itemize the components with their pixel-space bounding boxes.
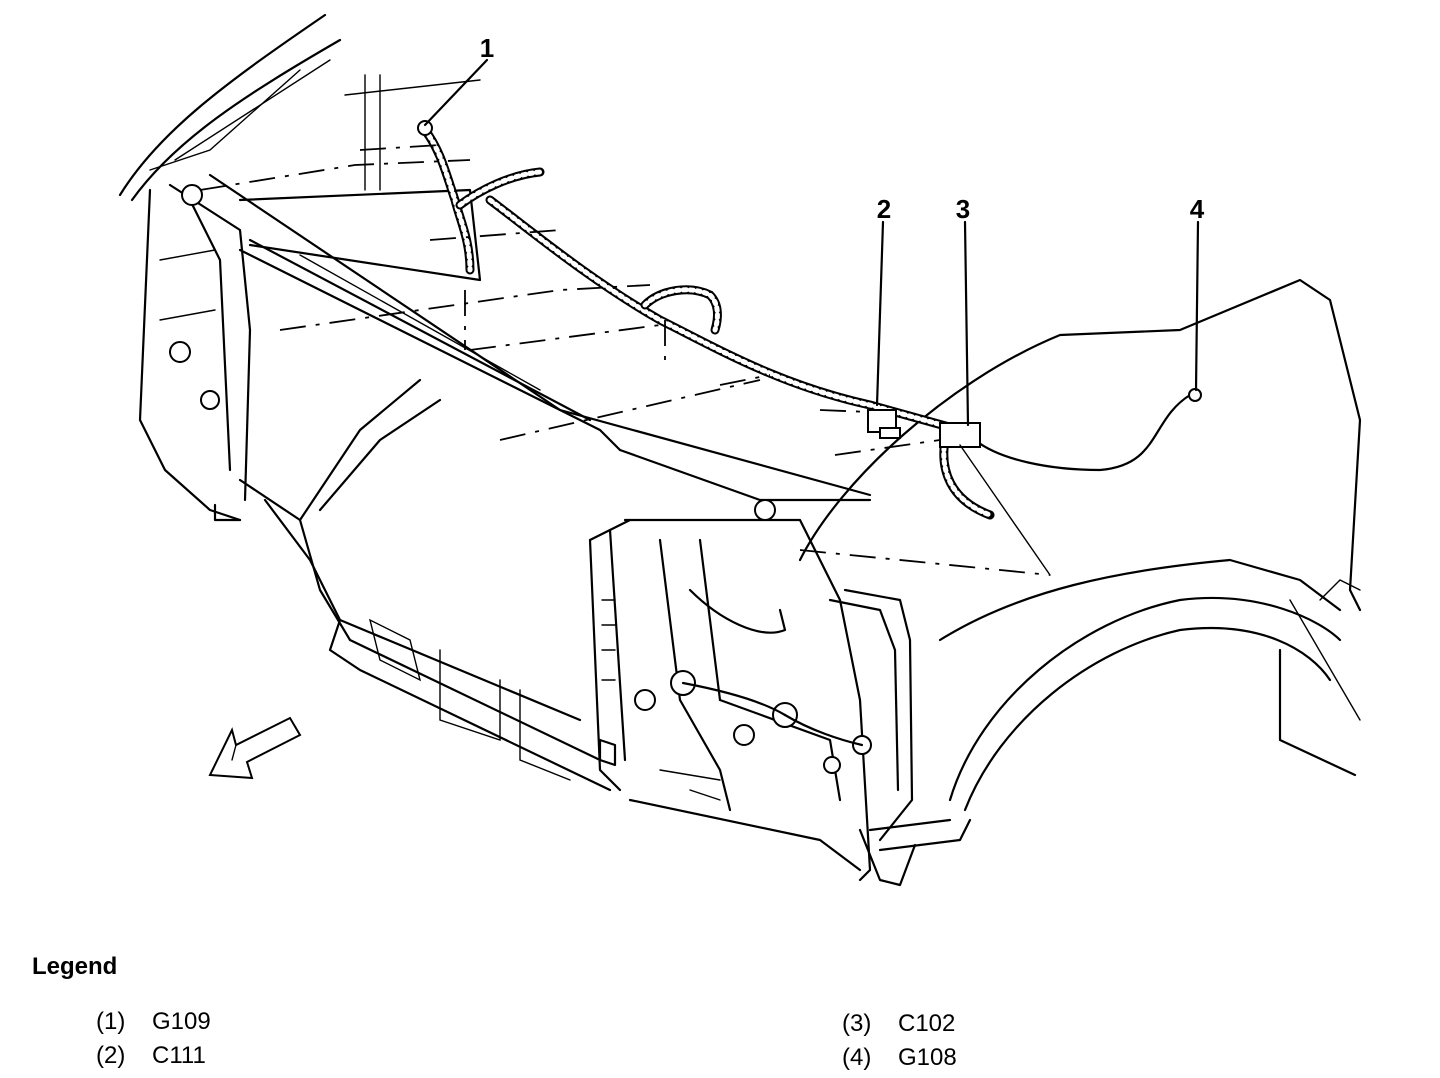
legend-item-number: (3) [842, 1010, 872, 1037]
legend-item-1: (1) G109 [96, 1008, 211, 1036]
legend-item-label: G109 [152, 1008, 211, 1035]
legend-item-number: (1) [96, 1008, 126, 1035]
callout-4: 4 [1190, 194, 1205, 224]
legend-title: Legend [32, 953, 118, 980]
legend-item-label: C102 [898, 1010, 956, 1037]
legend-item-label: C111 [152, 1042, 206, 1069]
legend-item-4: (4) G108 [842, 1044, 957, 1072]
legend-item-number: (4) [842, 1044, 872, 1071]
legend-item-2: (2) C111 [96, 1042, 206, 1070]
wiring-harness-diagram: 1 2 3 4 [118, 13, 1362, 887]
legend-item-3: (3) C102 [842, 1010, 955, 1038]
callout-2: 2 [877, 194, 891, 224]
callout-3: 3 [956, 194, 970, 224]
front-end-structure-illustration: 1 2 3 4 [118, 13, 1362, 887]
legend-item-number: (2) [96, 1042, 126, 1069]
legend-item-label: G108 [898, 1044, 957, 1071]
callout-1: 1 [480, 33, 494, 63]
